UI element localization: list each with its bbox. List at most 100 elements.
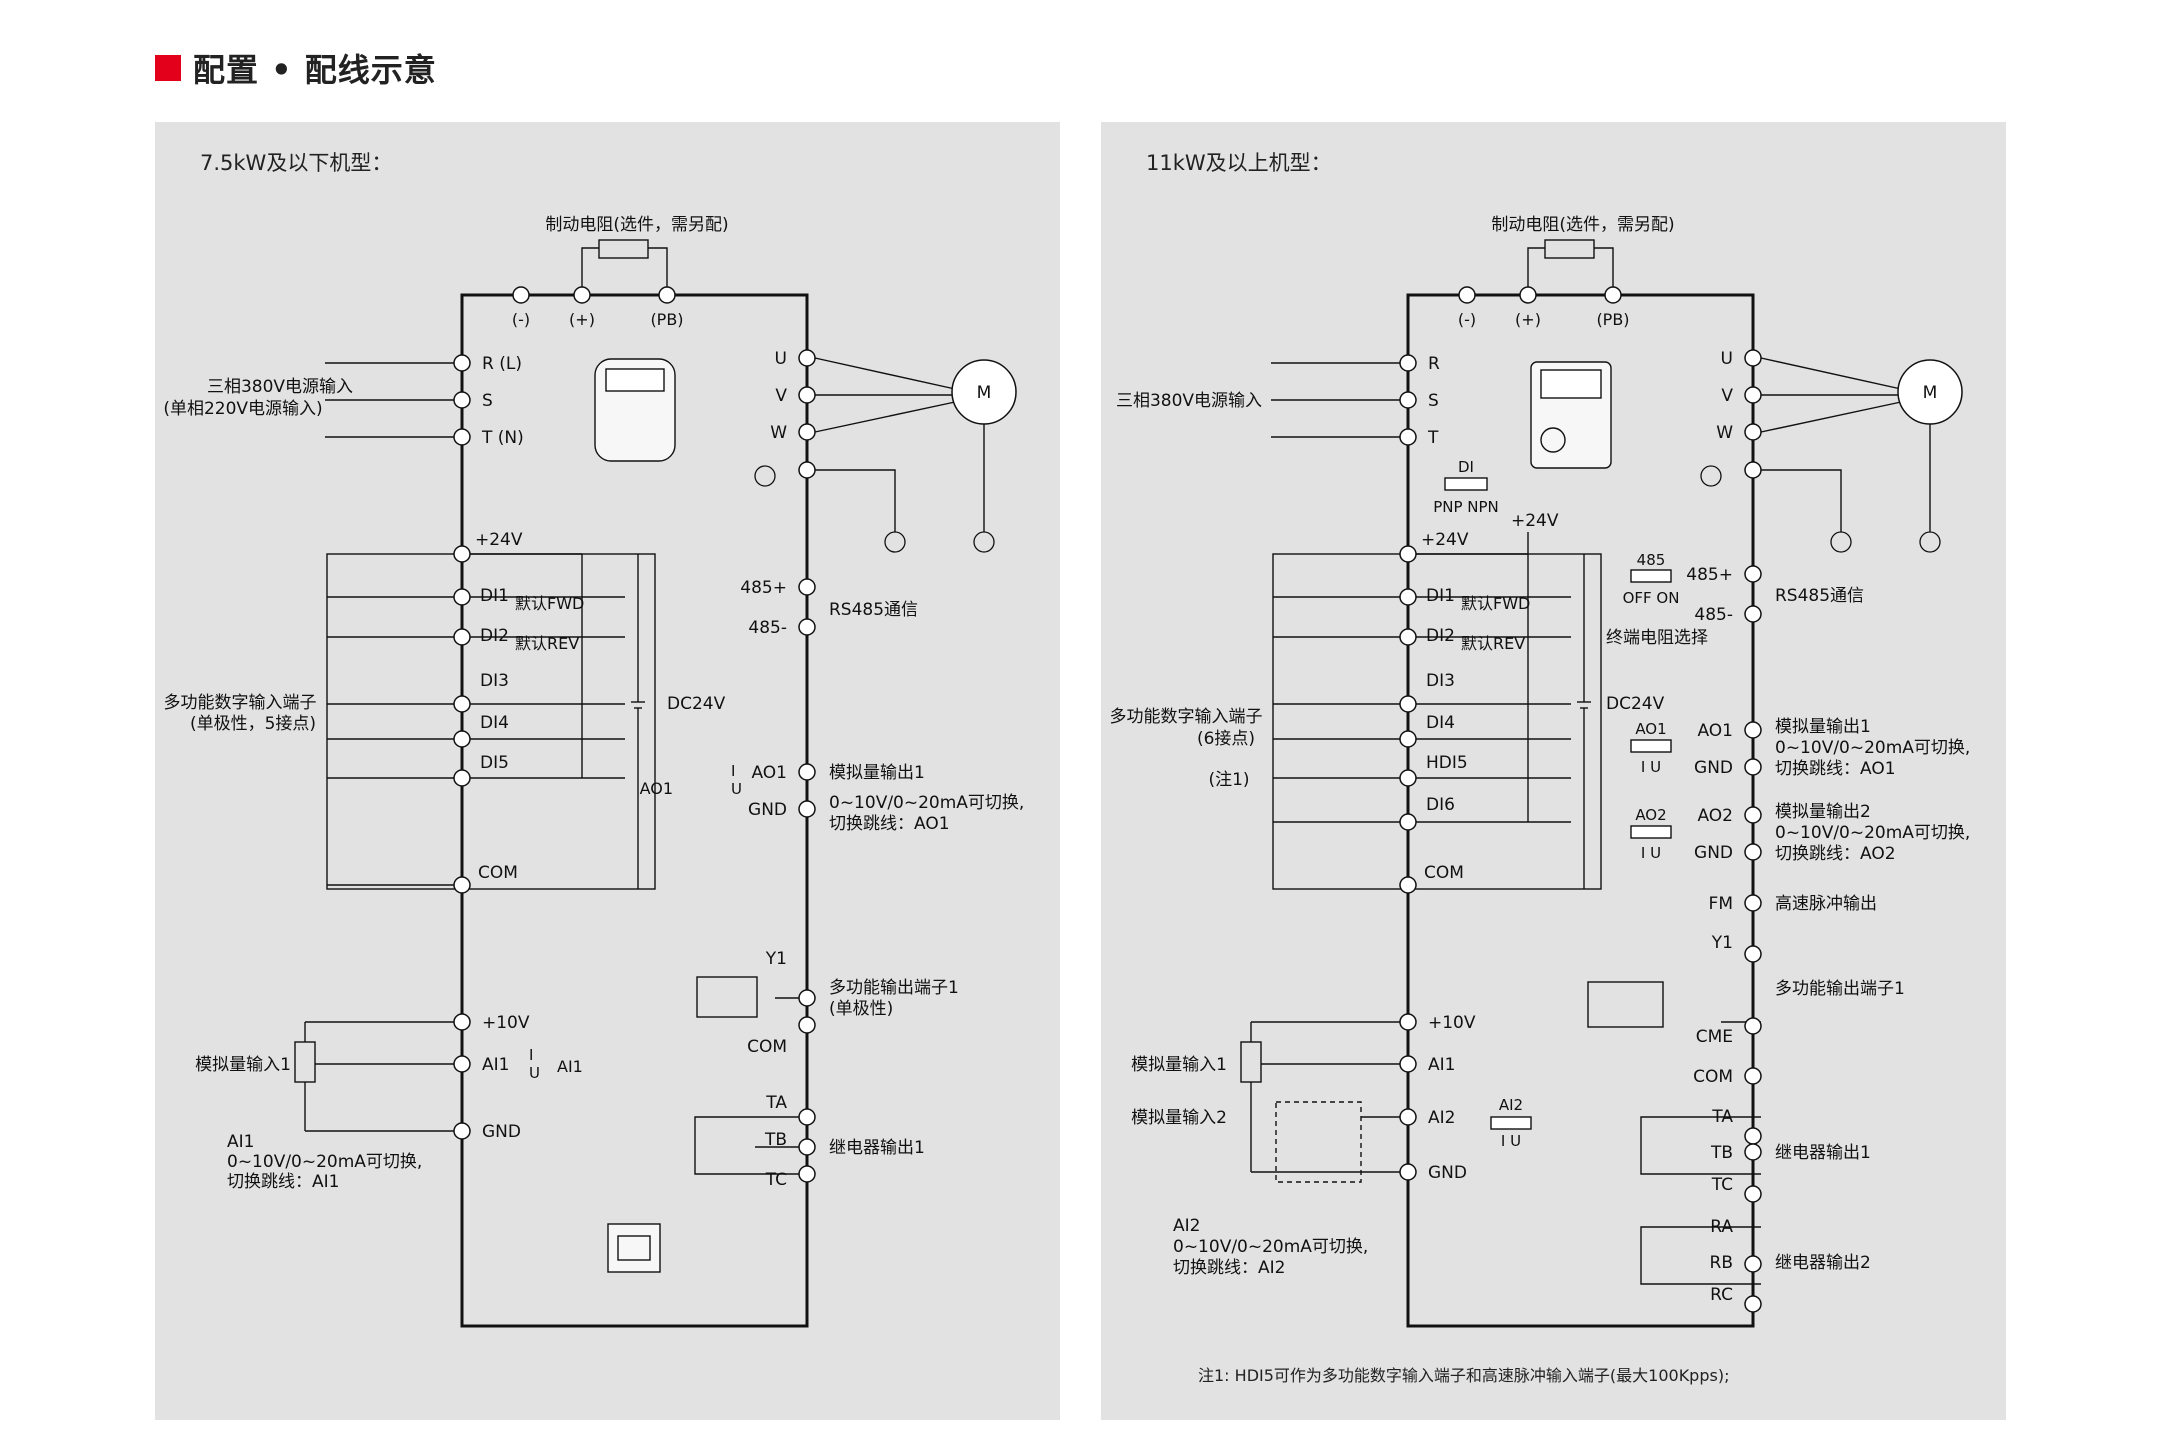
svg-text:FM: FM: [1709, 894, 1733, 914]
svg-text:多功能输出端子1: 多功能输出端子1: [829, 978, 959, 998]
svg-text:模拟量输出1: 模拟量输出1: [1775, 717, 1871, 737]
ground-icon: [754, 465, 776, 487]
svg-text:GND: GND: [748, 800, 787, 820]
svg-text:TC: TC: [765, 1170, 787, 1190]
svg-text:(单极性，5接点): (单极性，5接点): [190, 714, 316, 734]
svg-text:模拟量输入1: 模拟量输入1: [195, 1055, 291, 1075]
svg-text:默认REV: 默认REV: [1461, 634, 1525, 653]
svg-text:I: I: [529, 1046, 533, 1064]
svg-text:V: V: [1721, 386, 1733, 406]
svg-text:GND: GND: [1694, 843, 1733, 863]
ground-icon: [1919, 531, 1941, 553]
svg-text:DI2: DI2: [480, 626, 509, 646]
svg-text:COM: COM: [747, 1037, 787, 1057]
svg-text:多功能数字输入端子: 多功能数字输入端子: [164, 693, 317, 713]
svg-text:(6接点): (6接点): [1197, 729, 1255, 749]
svg-text:多功能输出端子1: 多功能输出端子1: [1775, 979, 1905, 999]
svg-text:485+: 485+: [1686, 565, 1733, 585]
svg-text:DI1: DI1: [480, 586, 509, 606]
svg-text:DI4: DI4: [1426, 713, 1455, 733]
svg-text:继电器输出1: 继电器输出1: [1775, 1143, 1871, 1163]
svg-text:模拟量输出2: 模拟量输出2: [1775, 802, 1871, 822]
svg-text:RB: RB: [1710, 1253, 1733, 1273]
svg-text:三相380V电源输入: 三相380V电源输入: [207, 377, 353, 397]
svg-text:(+): (+): [569, 310, 595, 329]
svg-text:GND: GND: [482, 1122, 521, 1142]
svg-text:TB: TB: [1710, 1143, 1733, 1163]
svg-text:DI3: DI3: [1426, 671, 1455, 691]
svg-text:制动电阻(选件，需另配): 制动电阻(选件，需另配): [1491, 215, 1674, 235]
svg-text:DC24V: DC24V: [667, 694, 726, 714]
svg-text:U: U: [731, 780, 742, 798]
svg-text:+24V: +24V: [1511, 511, 1559, 531]
panel-title: 7.5kW及以下机型：: [200, 151, 393, 175]
svg-text:W: W: [1716, 423, 1733, 443]
svg-text:R: R: [1428, 354, 1440, 374]
svg-text:Y1: Y1: [1711, 933, 1733, 953]
svg-text:DI3: DI3: [480, 671, 509, 691]
svg-text:I U: I U: [1641, 758, 1661, 776]
svg-text:U: U: [1721, 349, 1733, 369]
svg-text:切换跳线：AO1: 切换跳线：AO1: [829, 814, 950, 834]
svg-text:AI2: AI2: [1173, 1216, 1200, 1236]
footnote: 注1: HDI5可作为多功能数字输入端子和高速脉冲输入端子(最大100Kpps)…: [1198, 1366, 1730, 1385]
svg-text:DI5: DI5: [480, 753, 509, 773]
svg-text:485+: 485+: [740, 578, 787, 598]
svg-text:RS485通信: RS485通信: [1775, 586, 1864, 606]
svg-text:V: V: [775, 386, 787, 406]
svg-text:M: M: [1923, 383, 1938, 403]
svg-text:PNP NPN: PNP NPN: [1433, 498, 1499, 516]
svg-text:(PB): (PB): [650, 310, 683, 329]
svg-text:AI2: AI2: [1428, 1108, 1455, 1128]
svg-text:AI1: AI1: [557, 1057, 583, 1076]
svg-text:485-: 485-: [1694, 605, 1733, 625]
svg-text:I U: I U: [1641, 844, 1661, 862]
svg-text:I: I: [731, 762, 735, 780]
svg-text:AI1: AI1: [227, 1132, 254, 1152]
motor-icon: [951, 359, 1017, 425]
panel-title: 11kW及以上机型：: [1146, 151, 1332, 175]
wiring-panel-small: 7.5kW及以下机型：: [155, 122, 1060, 1420]
485-switch: [1630, 569, 1672, 583]
svg-text:+10V: +10V: [1428, 1013, 1476, 1033]
svg-text:U: U: [775, 349, 787, 369]
svg-text:T (N): T (N): [481, 428, 524, 448]
svg-text:+24V: +24V: [475, 530, 523, 550]
svg-text:(-): (-): [512, 310, 530, 329]
svg-text:(+): (+): [1515, 310, 1541, 329]
svg-text:Y1: Y1: [765, 949, 787, 969]
svg-text:(-): (-): [1458, 310, 1476, 329]
svg-text:0~10V/0~20mA可切换,: 0~10V/0~20mA可切换,: [227, 1152, 422, 1172]
potentiometer-icon: [294, 1041, 316, 1083]
svg-text:AI1: AI1: [1428, 1055, 1455, 1075]
svg-text:AO1: AO1: [1697, 721, 1733, 741]
svg-text:(单极性): (单极性): [829, 999, 893, 1019]
svg-text:TA: TA: [765, 1093, 787, 1113]
svg-text:DI4: DI4: [480, 713, 509, 733]
svg-text:+10V: +10V: [482, 1013, 530, 1033]
svg-text:(PB): (PB): [1596, 310, 1629, 329]
ground-icon: [1830, 531, 1852, 553]
svg-text:T: T: [1427, 428, 1439, 448]
svg-text:COM: COM: [478, 863, 518, 883]
svg-text:制动电阻(选件，需另配): 制动电阻(选件，需另配): [545, 215, 728, 235]
ao2-switch: [1630, 825, 1672, 839]
wiring-diagram-large: M 制动电阻(选件，需另配) (-) (+) (PB) 三相380V电源输入 R: [1110, 215, 1970, 1328]
rj45-port-icon: [607, 1223, 661, 1273]
svg-text:TC: TC: [1711, 1175, 1733, 1195]
section-header: 配置 • 配线示意: [155, 48, 437, 89]
svg-text:(单相220V电源输入): (单相220V电源输入): [163, 399, 322, 419]
svg-text:TA: TA: [1711, 1107, 1733, 1127]
svg-text:AI2: AI2: [1499, 1096, 1523, 1114]
optocoupler-icon: [696, 976, 758, 1018]
page-title: 配置 • 配线示意: [193, 51, 437, 89]
svg-text:切换跳线：AI2: 切换跳线：AI2: [1173, 1258, 1285, 1278]
svg-text:RS485通信: RS485通信: [829, 600, 918, 620]
svg-text:W: W: [770, 423, 787, 443]
svg-text:高速脉冲输出: 高速脉冲输出: [1775, 894, 1877, 914]
optocoupler-icon: [1587, 981, 1664, 1028]
ground-icon: [884, 531, 906, 553]
svg-text:RC: RC: [1710, 1285, 1733, 1305]
svg-text:DI1: DI1: [1426, 586, 1455, 606]
svg-text:(注1): (注1): [1208, 770, 1249, 790]
